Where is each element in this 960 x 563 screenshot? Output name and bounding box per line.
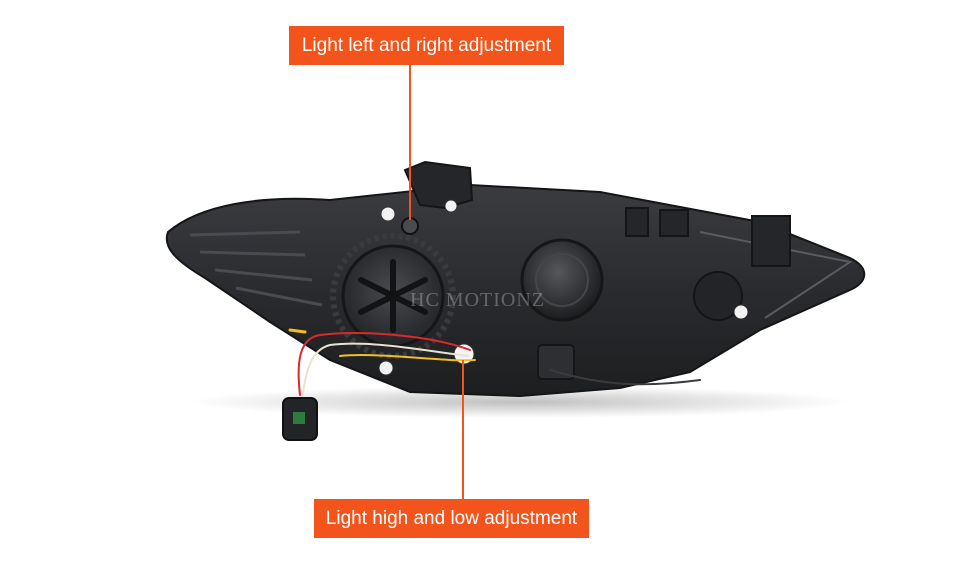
callout-leader-bottom [462, 360, 464, 499]
housing-edge [699, 231, 853, 319]
projector-bulb [520, 238, 604, 322]
mount-screw-bottom [378, 360, 394, 376]
projector-bulb-inner [535, 253, 589, 307]
callout-high-low-adjustment: Light high and low adjustment [314, 499, 589, 538]
bulb-connector [537, 344, 575, 380]
rear-tab-c [751, 215, 791, 267]
top-bracket [403, 160, 474, 210]
rear-tab-a [625, 207, 649, 237]
callout-left-right-adjustment: Light left and right adjustment [289, 26, 564, 65]
wire-plug-latch [293, 412, 305, 424]
callout-bottom-label: Light high and low adjustment [325, 508, 578, 529]
callout-top-label: Light left and right adjustment [301, 35, 552, 56]
ground-shadow [190, 386, 850, 418]
mount-screw-right [733, 304, 749, 320]
cap-cross [358, 259, 428, 333]
rear-tab-b [659, 209, 689, 237]
callout-leader-top [409, 65, 411, 220]
watermark-text: HC MOTIONZ [410, 289, 545, 311]
mount-screw-top [444, 199, 458, 213]
cap-ring [330, 233, 456, 359]
mount-screw-top-left [380, 206, 396, 222]
left-right-adjuster [401, 217, 419, 235]
side-cap [693, 271, 743, 321]
housing-ribs [189, 230, 323, 307]
